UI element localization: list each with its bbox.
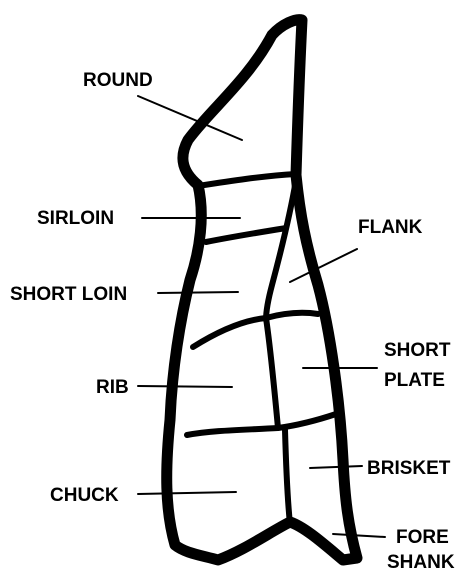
fore-shank-label-line1: FORE (396, 527, 449, 548)
chuck-label: CHUCK (50, 485, 119, 506)
short-loin-leader (158, 292, 238, 293)
flank-label: FLANK (358, 217, 423, 238)
sirloin-label: SIRLOIN (37, 208, 114, 229)
brisket-label: BRISKET (367, 458, 451, 479)
fore-shank-label-line2: SHANK (387, 552, 455, 573)
short-plate-label-line1: SHORT (384, 340, 451, 361)
short-plate-label-line2: PLATE (384, 370, 445, 391)
short-loin-label: SHORT LOIN (10, 284, 127, 305)
round-label: ROUND (83, 70, 153, 91)
rib-leader (138, 386, 232, 387)
carcass-outline (167, 20, 357, 560)
rib-label: RIB (96, 377, 129, 398)
